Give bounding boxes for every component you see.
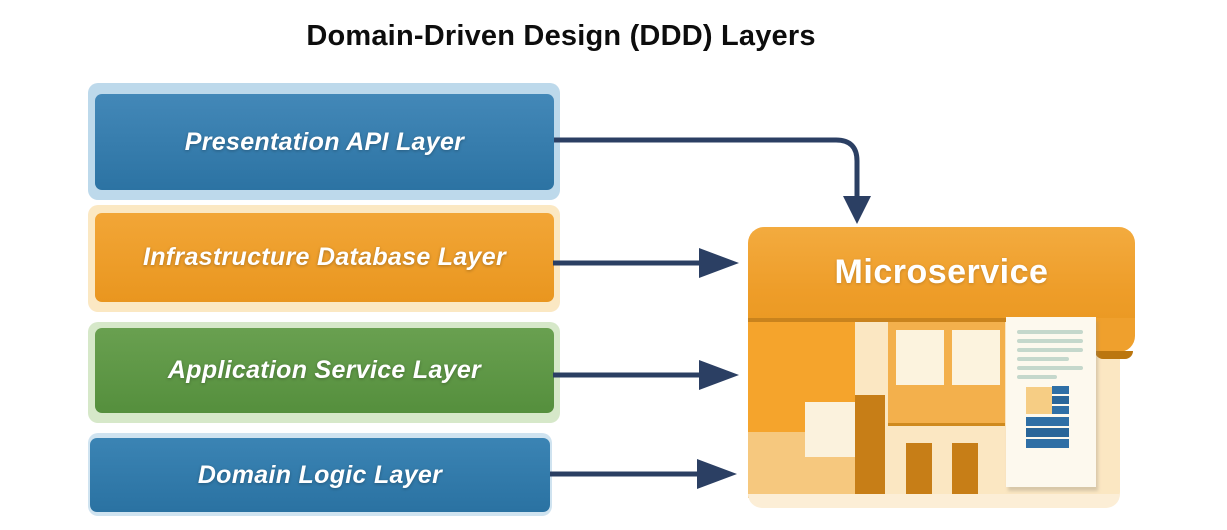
illustration-bottom-strip <box>748 494 1120 508</box>
layer-box-presentation-inner: Presentation API Layer <box>95 94 554 190</box>
illustration-cream-card-a <box>896 330 944 385</box>
layer-label-domain: Domain Logic Layer <box>197 460 443 489</box>
document-text-line <box>1017 357 1069 361</box>
layer-box-application-inner: Application Service Layer <box>95 328 554 413</box>
document-blue-bar <box>1052 406 1069 414</box>
document-blue-bar <box>1052 386 1069 394</box>
document-blue-bar <box>1026 439 1069 448</box>
layer-label-presentation: Presentation API Layer <box>184 127 465 156</box>
document-text-line <box>1017 330 1083 334</box>
layer-label-application: Application Service Layer <box>167 356 482 384</box>
document-illustration <box>1006 317 1096 487</box>
document-text-line <box>1017 375 1057 379</box>
layer-box-infrastructure-inner: Infrastructure Database Layer <box>95 213 554 302</box>
illustration-dark-bar-a <box>906 443 932 497</box>
microservice-box: Microservice <box>748 227 1135 318</box>
document-text-line <box>1017 339 1083 343</box>
layer-box-domain: Domain Logic Layer <box>88 433 552 516</box>
document-blue-bar <box>1052 396 1069 404</box>
arrow-presentation-to-microservice <box>554 137 871 224</box>
document-blue-bar <box>1026 428 1069 437</box>
microservice-header-notch <box>1095 351 1133 359</box>
illustration-dark-bar-left <box>855 395 885 498</box>
illustration-cream-card-b <box>952 330 1000 385</box>
arrow-infrastructure-to-microservice <box>553 248 739 278</box>
layer-box-domain-inner: Domain Logic Layer <box>90 438 550 512</box>
illustration-dark-bar-b <box>952 443 978 497</box>
arrow-application-to-microservice <box>553 360 739 390</box>
diagram-title: Domain-Driven Design (DDD) Layers <box>306 20 816 52</box>
document-text-line <box>1017 366 1083 370</box>
arrow-domain-to-microservice <box>550 459 737 489</box>
illustration-cream-card-left <box>805 402 855 457</box>
document-blue-bar <box>1026 417 1069 426</box>
layer-label-infrastructure: Infrastructure Database Layer <box>142 243 506 271</box>
document-orange-square <box>1026 387 1052 414</box>
microservice-label: Microservice <box>834 253 1049 291</box>
layer-box-presentation: Presentation API Layer <box>88 83 560 200</box>
layer-box-application: Application Service Layer <box>88 322 560 423</box>
document-text-line <box>1017 348 1083 352</box>
layer-box-infrastructure: Infrastructure Database Layer <box>88 205 560 312</box>
